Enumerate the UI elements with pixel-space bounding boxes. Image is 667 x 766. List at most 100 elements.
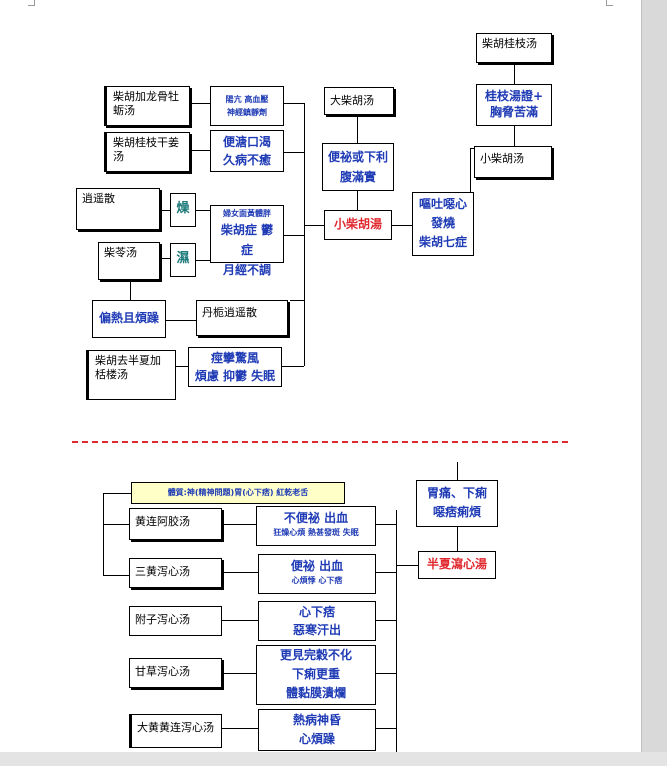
connector [188,150,210,151]
longgu-symptoms-box: 陽亢 高血壓 神經鎮靜劑 [210,86,284,126]
formula-name-box: 黄连阿胶汤 [129,508,222,540]
connector [457,462,458,480]
symptom: 腹滿實 [339,170,376,184]
connector [457,527,458,551]
symptom: 不便祕 出血 [283,511,349,525]
symptom: 噁痞痢煩 [432,505,481,519]
symptom: 發燒 [430,216,455,230]
banxia-xiexin-box: 半夏瀉心湯 [418,551,496,579]
connector [396,510,397,752]
connector [160,258,170,259]
connector [376,620,396,621]
formula-symptoms-box: 熱病神昏 心煩躁 [258,709,376,751]
connector [304,103,305,366]
chaihu-longgu-box: 柴胡加龙骨牡蛎汤 [104,86,190,126]
symptom: 便祕 出血 [290,559,344,573]
connector [222,620,258,621]
chaihu-guizhi-tang-box: 柴胡桂枝汤 [476,33,552,63]
formula-symptoms-box: 便祕 出血 心煩悸 心下痞 [258,554,376,594]
vertical-scrollbar[interactable] [641,0,667,766]
formula-symptoms-box: 心下痞 惡寒汗出 [258,601,376,641]
symptom: 心煩躁 [298,732,335,746]
symptom: 下痢更重 [291,667,340,681]
da-chaihu-tang-box: 大柴胡汤 [324,87,394,115]
formula-name-box: 甘草泻心汤 [129,658,222,688]
box-label: 柴胡去半夏加栝楼汤 [95,354,161,381]
connector [196,210,210,211]
connector [470,148,471,192]
connector [222,728,258,729]
main-symptoms-box: 嘔吐噁心 發燒 柴胡七症 [412,192,474,256]
symptom: 熱病神昏 [292,713,341,727]
connector [103,493,104,575]
box-label: 濕 [176,251,190,266]
connector [357,191,358,210]
connector [103,524,129,525]
box-label: 燥 [176,201,190,216]
symptom: 久病不癒 [222,153,271,167]
connector [376,728,396,729]
symptom: 心煩悸 心下痞 [291,576,343,585]
symptom: 狂燥心煩 熱甚發斑 失眠 [273,528,359,537]
symptom: 柴胡症 鬱症 [220,223,274,257]
symptom: 胃痛、下痢 [426,486,487,500]
symptom: 痙攣驚風 [210,351,259,365]
connector [176,366,188,367]
chaihu-guizhi-ganjiang-box: 柴胡桂枝干姜汤 [104,132,190,172]
box-label: 大柴胡汤 [330,94,374,107]
symptom: 體黏膜潰爛 [285,686,346,700]
box-label: 附子泻心汤 [135,613,190,626]
xiao-chaihu-tang-note-box: 小柴胡汤 [474,146,552,178]
guizhi-zheng-box: 桂枝湯證+ 胸脅苦滿 [476,84,552,126]
connector [304,225,324,226]
symptom: 煩慮 抑鬱 失眠 [194,369,276,383]
connector [222,673,258,674]
symptom: 陽亢 高血壓 [225,95,269,104]
margin-mark-right [606,0,613,6]
connector [376,572,396,573]
symptom: 柴胡七症 [418,235,467,249]
symptom: 心下痞 [298,605,335,619]
ganjiang-symptoms-box: 便溏口渴 久病不癒 [210,130,284,172]
connector [103,575,129,576]
box-label: 丹栀逍遥散 [202,306,257,319]
formula-name-box: 三黄泻心汤 [129,558,222,588]
symptom: 胸脅苦滿 [489,105,538,119]
box-label: 黄连阿胶汤 [135,515,190,528]
chaihu-qu-banxia-box: 柴胡去半夏加栝楼汤 [86,350,176,400]
connector [222,572,258,573]
box-label: 柴胡桂枝汤 [482,37,537,50]
box-label: 半夏瀉心湯 [426,557,487,571]
connector [103,493,131,494]
constitution-header: 體質:神(精神問題)胃(心下痞) 紅乾老舌 [131,482,345,504]
box-label: 大黄黄连泻心汤 [137,721,214,734]
connector [514,62,515,84]
formula-name-box: 大黄黄连泻心汤 [129,714,222,748]
xiaoyao-san-box: 逍遥散 [76,188,160,230]
da-symptoms-box: 便祕或下利 腹滿實 [322,143,394,191]
connector [357,115,358,143]
document-page: 柴胡桂枝汤 桂枝湯證+ 胸脅苦滿 小柴胡汤 柴胡加龙骨牡蛎汤 陽亢 高血壓 神經… [28,0,613,752]
symptom: 婦女面黃體胖 [223,209,271,218]
symptom: 便溏口渴 [222,135,271,149]
header-text: 體質:神(精神問題)胃(心下痞) 紅乾老舌 [167,488,309,497]
connector [376,524,396,525]
shi-box: 濕 [170,243,196,277]
connector [160,210,170,211]
section-divider [72,441,568,443]
box-label: 小柴胡湯 [333,217,382,231]
box-label: 三黄泻心汤 [135,565,190,578]
box-label: 柴苓汤 [104,246,137,259]
women-symptoms-box: 婦女面黃體胖 柴胡症 鬱症 月經不調 [210,205,284,277]
symptom: 神經鎮靜劑 [227,108,267,117]
formula-name-box: 附子泻心汤 [129,606,222,636]
connector [284,235,304,236]
connector [196,260,210,261]
formula-symptoms-box: 更見完穀不化 下痢更重 體黏膜潰爛 [256,645,376,705]
connector [188,103,210,104]
zao-box: 燥 [170,193,196,227]
danzhi-xiaoyao-box: 丹栀逍遥散 [196,300,288,336]
symptom: 嘔吐噁心 [418,197,467,211]
connector [290,300,304,301]
symptom: 惡寒汗出 [292,623,341,637]
